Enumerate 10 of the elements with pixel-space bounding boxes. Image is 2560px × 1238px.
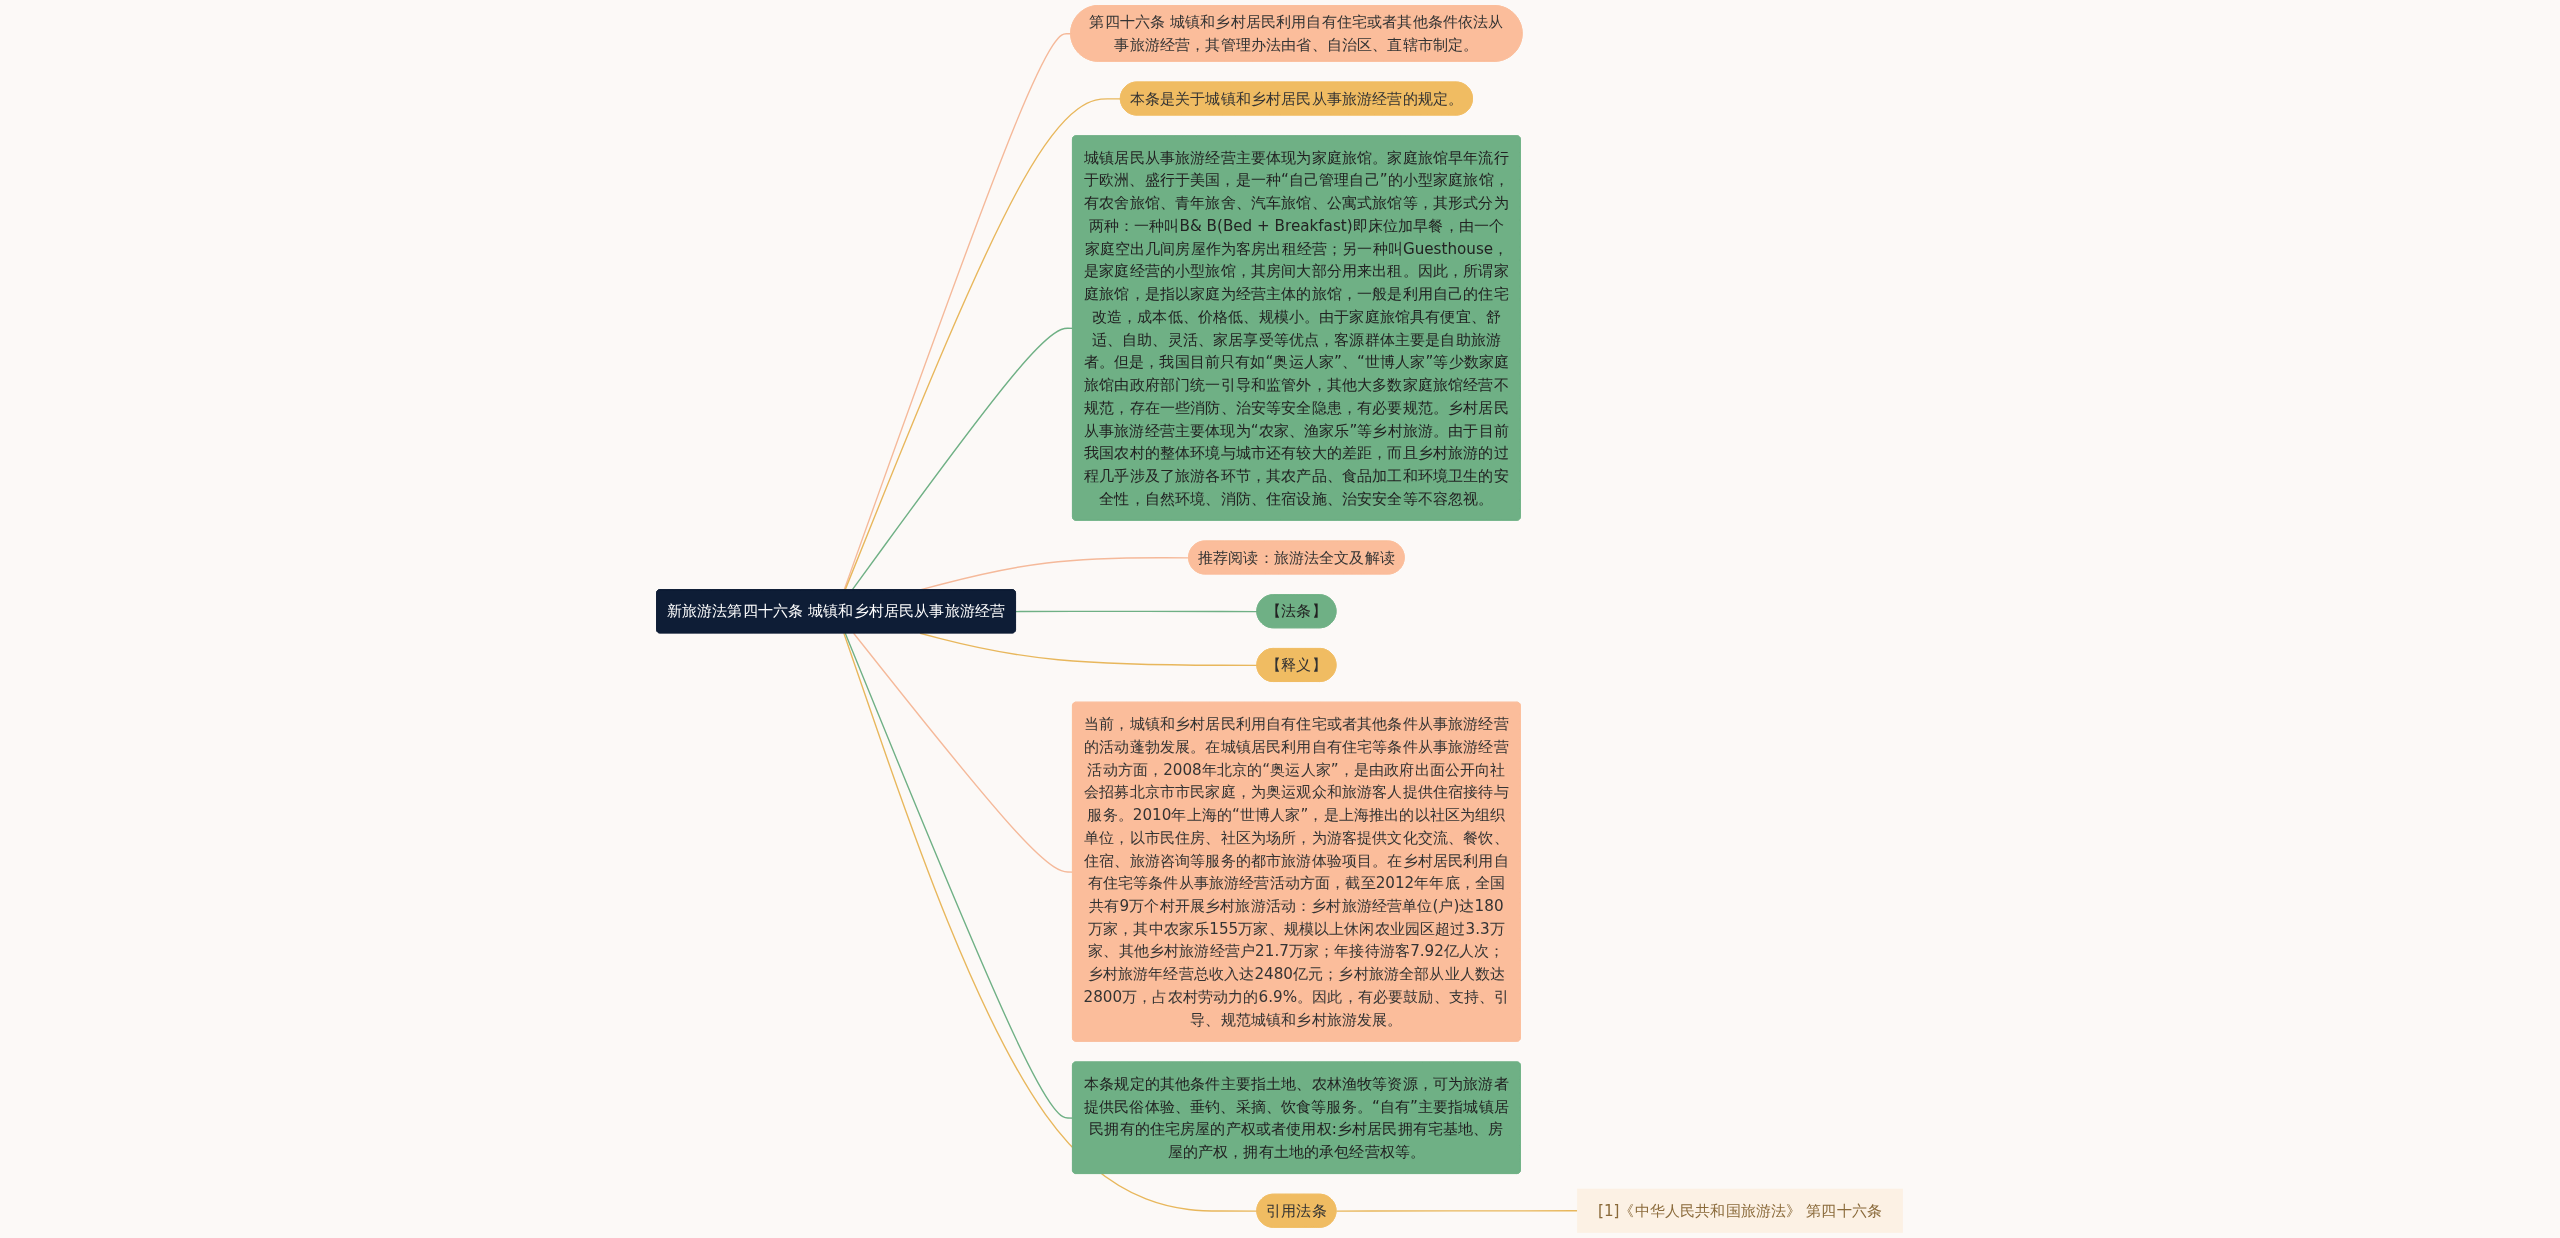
connector: [853, 632, 1074, 873]
connector: [843, 33, 1073, 591]
connector: [1336, 1210, 1579, 1212]
connector: [1015, 610, 1259, 613]
node-box: [1]《中华人民共和国旅游法》 第四十六条: [1577, 1188, 1904, 1233]
connector: [851, 327, 1074, 591]
connector: [843, 632, 1259, 1212]
connector: [844, 98, 1122, 591]
connector: [844, 632, 1074, 1119]
connector: [919, 632, 1259, 667]
